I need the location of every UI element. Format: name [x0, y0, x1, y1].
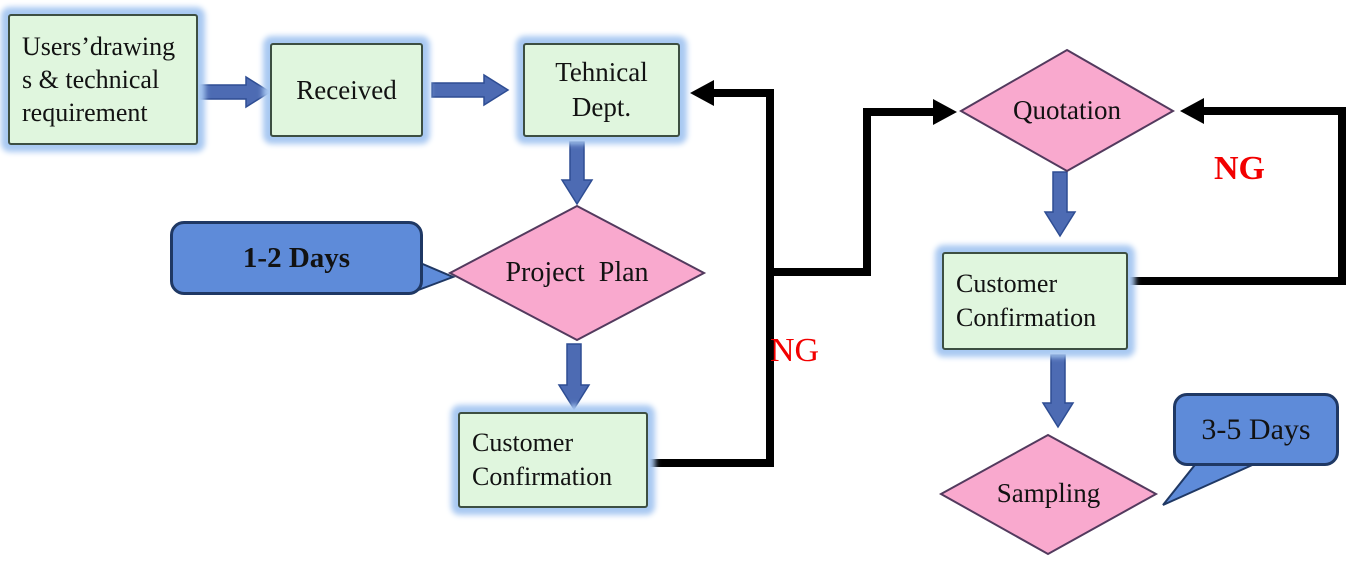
node-technical-dept: Tehnical Dept.	[523, 43, 680, 137]
callout-3-5-days-label: 3-5 Days	[1201, 412, 1311, 446]
node-customer-confirmation-left: Customer Confirmation	[458, 412, 648, 508]
node-users-drawings-line3: requirement	[22, 98, 148, 127]
node-received-label: Received	[296, 74, 397, 105]
arrow-users-to-received	[199, 75, 272, 109]
node-customer-confirmation-left-line1: Customer	[472, 428, 574, 457]
arrow-quotation-to-confirmation	[1043, 171, 1077, 238]
connector-ng-left-loop	[650, 89, 774, 467]
arrowhead-into-technical-dept	[690, 80, 714, 106]
connector-ng-right-loop	[1130, 107, 1346, 285]
arrow-received-to-technical	[431, 73, 510, 107]
node-customer-confirmation-right: Customer Confirmation	[942, 252, 1128, 350]
arrowhead-into-quotation-right	[1180, 98, 1204, 124]
node-technical-dept-line1: Tehnical	[555, 57, 648, 87]
node-customer-confirmation-right-line1: Customer	[956, 269, 1058, 298]
callout-3-5-days: 3-5 Days	[1173, 393, 1339, 466]
connector-to-quotation	[766, 108, 936, 276]
node-users-drawings-line2: s & technical	[22, 65, 160, 94]
callout-1-2-days-label: 1-2 Days	[242, 241, 351, 274]
diamond-project-plan	[447, 204, 707, 342]
node-received: Received	[270, 43, 423, 137]
node-customer-confirmation-left-line2: Confirmation	[472, 462, 613, 491]
callout-1-2-days: 1-2 Days	[170, 221, 423, 295]
diamond-quotation	[958, 48, 1176, 173]
arrow-technical-to-project-plan	[560, 141, 594, 206]
node-users-drawings: Users’drawing s & technical requirement	[8, 14, 198, 145]
node-technical-dept-line2: Dept.	[571, 92, 632, 122]
ng-label-right: NG	[1214, 150, 1265, 187]
arrow-confirmation-to-sampling	[1041, 354, 1075, 429]
node-users-drawings-line1: Users’drawing	[22, 32, 176, 61]
node-customer-confirmation-right-line2: Confirmation	[956, 303, 1097, 332]
arrowhead-into-quotation-left	[933, 99, 957, 125]
arrow-project-plan-to-confirmation	[557, 343, 591, 411]
diamond-sampling	[938, 433, 1159, 556]
callout-tail-3-5-days	[1162, 459, 1260, 506]
ng-label-left: NG	[770, 332, 820, 369]
